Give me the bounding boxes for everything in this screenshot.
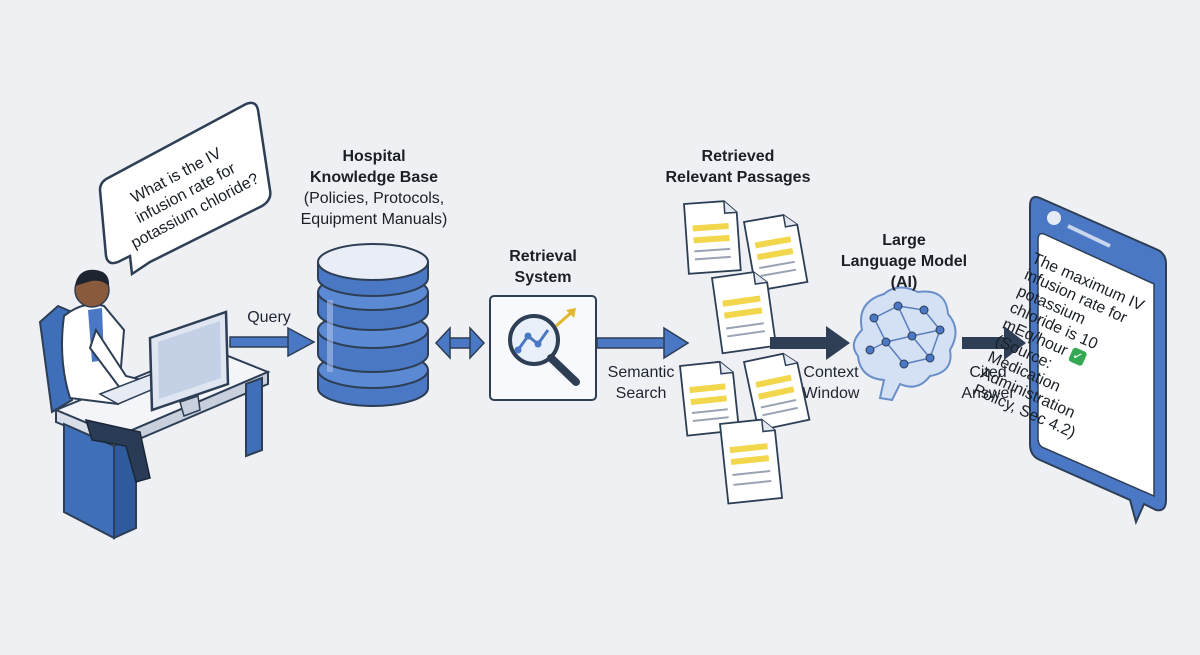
llm-title-1: Large [882, 232, 926, 249]
knowledge-base-subtitle-1: (Policies, Protocols, [303, 190, 445, 207]
document-icon [710, 271, 778, 355]
knowledge-base-subtitle-2: Equipment Manuals) [300, 211, 448, 228]
phone-card-icon [1029, 196, 1167, 525]
double-arrow-icon [434, 326, 486, 360]
llm-title-2: Language Model [840, 253, 968, 270]
llm-label: Large Language Model (AI) [834, 230, 974, 293]
semantic-search-arrow [596, 326, 690, 360]
document-icon [683, 200, 742, 275]
brain-network-icon [852, 286, 957, 402]
retrieved-passages-label: Retrieved Relevant Passages [650, 146, 826, 188]
semantic-search-line-1: Semantic [607, 364, 675, 381]
query-arrow [229, 326, 316, 358]
knowledge-base-label: Hospital Knowledge Base (Policies, Proto… [270, 146, 478, 230]
question-speech-bubble [98, 101, 272, 277]
magnifier-chart-icon [508, 308, 580, 386]
checkmark-icon: ✓ [1067, 346, 1088, 367]
semantic-search-line-2: Search [615, 385, 667, 402]
knowledge-base-title-1: Hospital [342, 148, 406, 165]
retrieved-documents [679, 200, 811, 505]
database-icon [317, 243, 429, 407]
retrieved-passages-title-2: Relevant Passages [665, 169, 811, 186]
document-icon [742, 352, 811, 432]
retrieval-system-label: Retrieval System [480, 246, 606, 288]
doctor-workstation [38, 269, 271, 540]
semantic-search-label: Semantic Search [596, 362, 686, 404]
retrieval-system-box [489, 295, 597, 401]
knowledge-base-title-2: Knowledge Base [309, 169, 439, 186]
cited-answer-label: Cited Answer [950, 362, 1026, 404]
context-window-line-2: Window [802, 385, 860, 402]
document-icon [719, 418, 784, 505]
context-window-label: Context Window [790, 362, 872, 404]
retrieval-system-title-2: System [514, 269, 572, 286]
cited-answer-line-2: Answer [961, 385, 1015, 402]
document-icon [679, 360, 741, 437]
query-label: Query [247, 309, 291, 326]
retrieved-passages-title-1: Retrieved [701, 148, 775, 165]
llm-title-3: (AI) [890, 274, 918, 291]
context-window-arrow [770, 326, 850, 360]
document-icon [742, 214, 809, 292]
context-window-line-1: Context [803, 364, 859, 381]
retrieval-system-title-1: Retrieval [509, 248, 577, 265]
cited-answer-arrow [962, 326, 1026, 360]
computer-monitor-icon [148, 310, 230, 417]
cited-answer-line-1: Cited [969, 364, 1007, 381]
